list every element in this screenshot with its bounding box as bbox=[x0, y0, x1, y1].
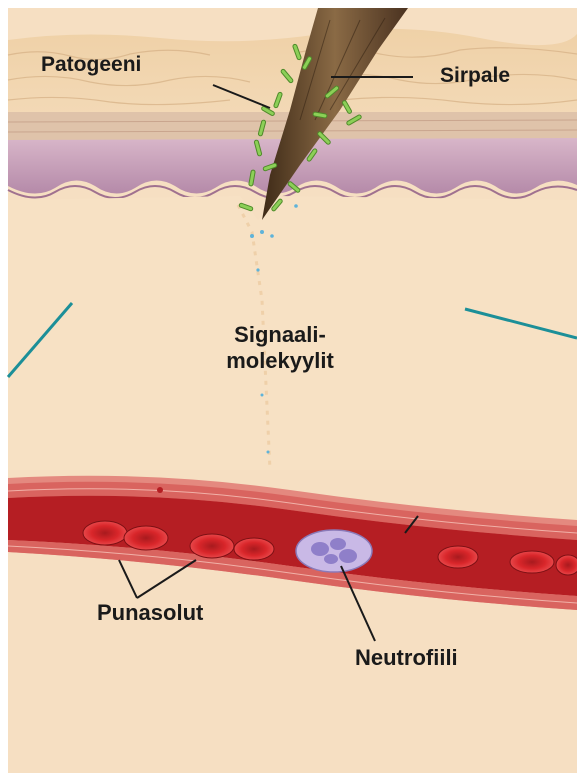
label-signal-line2: molekyylit bbox=[226, 348, 334, 373]
red-blood-cell bbox=[556, 555, 577, 575]
red-blood-cell bbox=[510, 551, 554, 573]
red-blood-cell bbox=[234, 538, 274, 560]
red-blood-cell bbox=[124, 526, 168, 550]
red-blood-cell bbox=[190, 534, 234, 558]
label-pathogen: Patogeeni bbox=[41, 53, 141, 77]
tissue-blood-dot bbox=[157, 487, 163, 493]
label-signal-molecules: Signaali- molekyylit bbox=[220, 322, 340, 374]
red-blood-cell bbox=[438, 546, 478, 568]
label-neutrophil: Neutrofiili bbox=[355, 645, 458, 671]
label-red-blood-cells: Punasolut bbox=[97, 600, 203, 626]
red-blood-cell bbox=[83, 521, 127, 545]
neutrophil-cell bbox=[296, 530, 372, 572]
label-splinter: Sirpale bbox=[440, 64, 510, 88]
label-signal-line1: Signaali- bbox=[234, 322, 326, 347]
